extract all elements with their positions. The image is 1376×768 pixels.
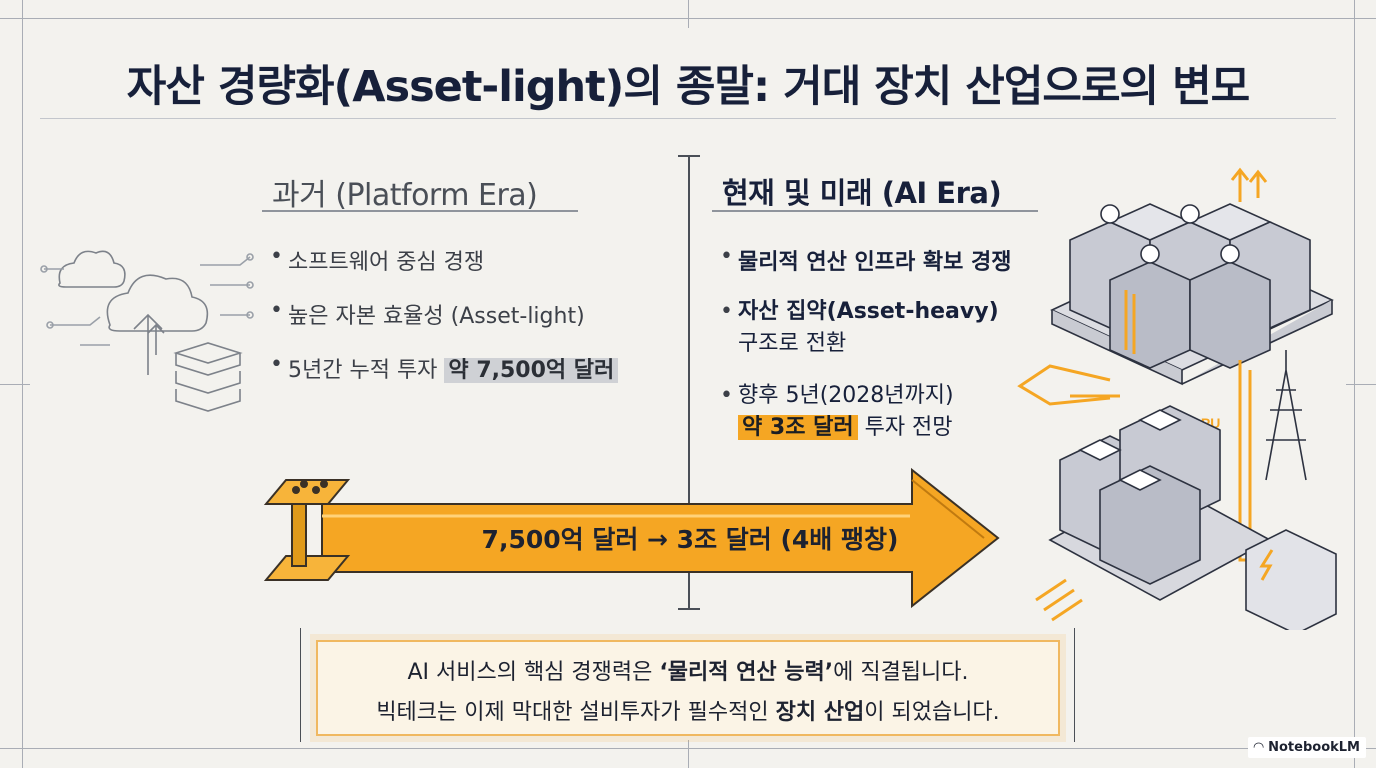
past-investment-highlight: 약 7,500억 달러 <box>444 358 619 383</box>
cloud-upload-icon <box>106 274 209 375</box>
past-bullet-1: 소프트웨어 중심 경쟁 <box>270 244 618 276</box>
summary-bracket-left <box>300 628 301 742</box>
center-divider-cap-top <box>678 155 700 157</box>
summary-bracket-right <box>1074 628 1075 742</box>
past-heading-underline <box>262 210 578 212</box>
past-heading: 과거 (Platform Era) <box>272 178 538 213</box>
notebooklm-badge: ◠ NotebookLM <box>1247 737 1366 758</box>
small-cloud-icon <box>58 250 126 288</box>
frame-tick <box>0 384 30 385</box>
past-bullets: 소프트웨어 중심 경쟁 높은 자본 효율성 (Asset-light) 5년간 … <box>270 244 619 384</box>
present-bullet-3-text: 향후 5년(2028년까지) <box>738 383 954 408</box>
summary-box: AI 서비스의 핵심 경쟁력은 ‘물리적 연산 능력’에 직결됩니다. 빅테크는… <box>316 640 1060 736</box>
future-investment-highlight: 약 3조 달러 <box>738 415 858 440</box>
center-divider <box>688 155 690 610</box>
present-bullet-2: 자산 집약(Asset-heavy) 구조로 전환 <box>720 296 1012 360</box>
past-bullet-2: 높은 자본 효율성 (Asset-light) <box>270 298 618 330</box>
frame-tick <box>1346 384 1376 385</box>
past-bullet-2-text: 높은 자본 효율성 (Asset-light) <box>288 304 585 329</box>
gpu-cluster <box>1048 405 1272 601</box>
present-bullet-1: 물리적 연산 인프라 확보 경쟁 <box>720 244 1012 276</box>
arrow-body <box>321 467 1000 609</box>
growth-arrow-label: 7,500억 달러 → 3조 달러 (4배 팽창) <box>481 525 899 554</box>
server-stack-icon <box>173 342 243 412</box>
past-bullet-1-text: 소프트웨어 중심 경쟁 <box>288 250 485 275</box>
growth-arrow <box>263 467 1000 609</box>
present-heading: 현재 및 미래 (AI Era) <box>722 176 1002 210</box>
brand-label: NotebookLM <box>1268 740 1360 755</box>
summary-line-1: AI 서비스의 핵심 경쟁력은 ‘물리적 연산 능력’에 직결됩니다. <box>318 654 1058 686</box>
network-lines <box>40 253 254 346</box>
present-heading-underline <box>712 210 1038 212</box>
present-bullet-2-text: 구조로 전환 <box>738 331 847 356</box>
summary-line-2-bold: 장치 산업 <box>775 700 865 725</box>
server-racks-top <box>1069 203 1311 369</box>
heat-arrows-icon <box>1230 167 1268 202</box>
present-bullet-3-suffix: 투자 전망 <box>857 415 953 440</box>
present-bullet-1-text: 물리적 연산 인프라 확보 경쟁 <box>738 250 1012 275</box>
summary-line-1-suffix: 에 직결됩니다. <box>833 660 969 685</box>
past-bullet-3: 5년간 누적 투자 약 7,500억 달러 <box>270 352 619 384</box>
steel-beam-icon <box>263 479 351 581</box>
center-divider-cap-bottom <box>678 608 700 610</box>
transmission-tower-icon <box>1265 350 1307 481</box>
frame-tick <box>688 0 689 28</box>
summary-line-2-suffix: 이 되었습니다. <box>864 700 1000 725</box>
datacenter-illustration: GPU <box>1017 167 1337 630</box>
cloud-server-illustration <box>40 250 254 412</box>
battery-icon <box>1245 529 1337 630</box>
frame-tick <box>688 740 689 768</box>
summary-line-1-prefix: AI 서비스의 핵심 경쟁력은 <box>407 660 660 685</box>
present-bullet-2-bold: 자산 집약(Asset-heavy) <box>738 299 999 324</box>
input-arrows <box>1035 578 1083 622</box>
present-bullets: 물리적 연산 인프라 확보 경쟁 자산 집약(Asset-heavy) 구조로 전… <box>720 244 1012 444</box>
summary-line-2-prefix: 빅테크는 이제 막대한 설비투자가 필수적인 <box>376 700 776 725</box>
summary-line-1-bold: ‘물리적 연산 능력’ <box>659 660 834 685</box>
page-title: 자산 경량화(Asset-light)의 종말: 거대 장치 산업으로의 변모 <box>126 62 1250 112</box>
title-rule <box>40 118 1336 119</box>
past-bullet-3-text: 5년간 누적 투자 <box>288 358 445 383</box>
summary-line-2: 빅테크는 이제 막대한 설비투자가 필수적인 장치 산업이 되었습니다. <box>318 694 1058 726</box>
present-bullet-3: 향후 5년(2028년까지) 약 3조 달러 투자 전망 <box>720 380 1012 444</box>
notebooklm-logo-icon: ◠ <box>1253 740 1264 755</box>
